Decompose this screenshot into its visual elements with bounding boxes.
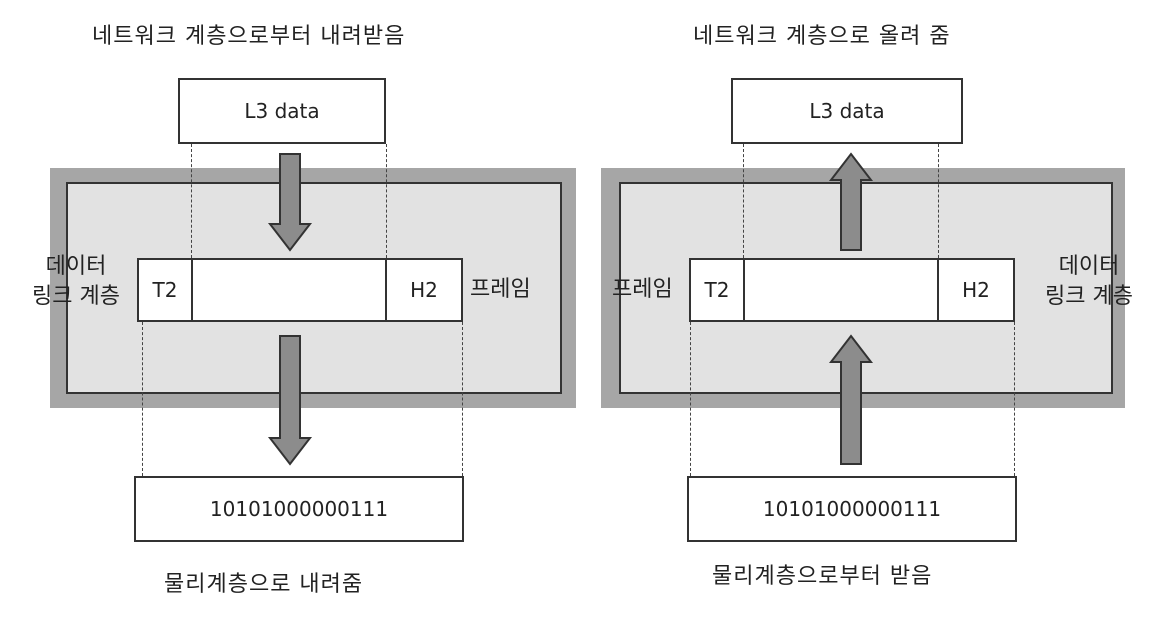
left-trailer-cell: T2: [139, 260, 193, 320]
right-bits-label: 10101000000111: [762, 497, 942, 521]
right-guide-line-2: [938, 144, 939, 258]
right-guide-line-4: [1014, 322, 1015, 476]
left-layer-label: 데이터 링크 계층: [20, 252, 132, 312]
right-trailer-cell: T2: [691, 260, 745, 320]
left-frame-label: 프레임: [470, 277, 531, 302]
left-down-arrow-upper: [267, 153, 313, 252]
right-frame-label: 프레임: [612, 277, 673, 302]
right-top-caption: 네트워크 계층으로 올려 줌: [693, 24, 951, 49]
right-bottom-caption: 물리계층으로부터 받음: [712, 564, 933, 589]
right-header-label: H2: [962, 278, 990, 302]
left-top-caption: 네트워크 계층으로부터 내려받음: [92, 24, 406, 49]
left-guide-line-3: [142, 322, 143, 476]
left-header-cell: H2: [385, 260, 461, 320]
right-up-arrow-lower: [828, 334, 874, 465]
right-trailer-label: T2: [704, 278, 730, 302]
left-guide-line-4: [462, 322, 463, 476]
right-l3-data-label: L3 data: [809, 99, 885, 123]
right-guide-line-3: [690, 322, 691, 476]
left-bits-box: 10101000000111: [134, 476, 464, 542]
left-down-arrow-lower: [267, 335, 313, 466]
right-layer-label: 데이터 링크 계층: [1030, 252, 1148, 312]
right-guide-line-1: [743, 144, 744, 258]
left-l3-data-box: L3 data: [178, 78, 386, 144]
left-frame: T2 H2: [137, 258, 463, 322]
right-layer-label-line2: 링크 계층: [1045, 284, 1133, 309]
left-layer-label-line2: 링크 계층: [32, 284, 120, 309]
left-header-label: H2: [410, 278, 438, 302]
left-bits-label: 10101000000111: [209, 497, 389, 521]
right-header-cell: H2: [937, 260, 1013, 320]
left-layer-label-line1: 데이터: [45, 254, 107, 279]
right-up-arrow-upper: [828, 152, 874, 251]
left-guide-line-2: [386, 144, 387, 258]
right-frame: T2 H2: [689, 258, 1015, 322]
right-layer-label-line1: 데이터: [1058, 254, 1120, 279]
right-l3-data-box: L3 data: [731, 78, 963, 144]
left-bottom-caption: 물리계층으로 내려줌: [164, 572, 364, 597]
right-bits-box: 10101000000111: [687, 476, 1017, 542]
left-guide-line-1: [191, 144, 192, 258]
left-trailer-label: T2: [152, 278, 178, 302]
left-l3-data-label: L3 data: [244, 99, 320, 123]
